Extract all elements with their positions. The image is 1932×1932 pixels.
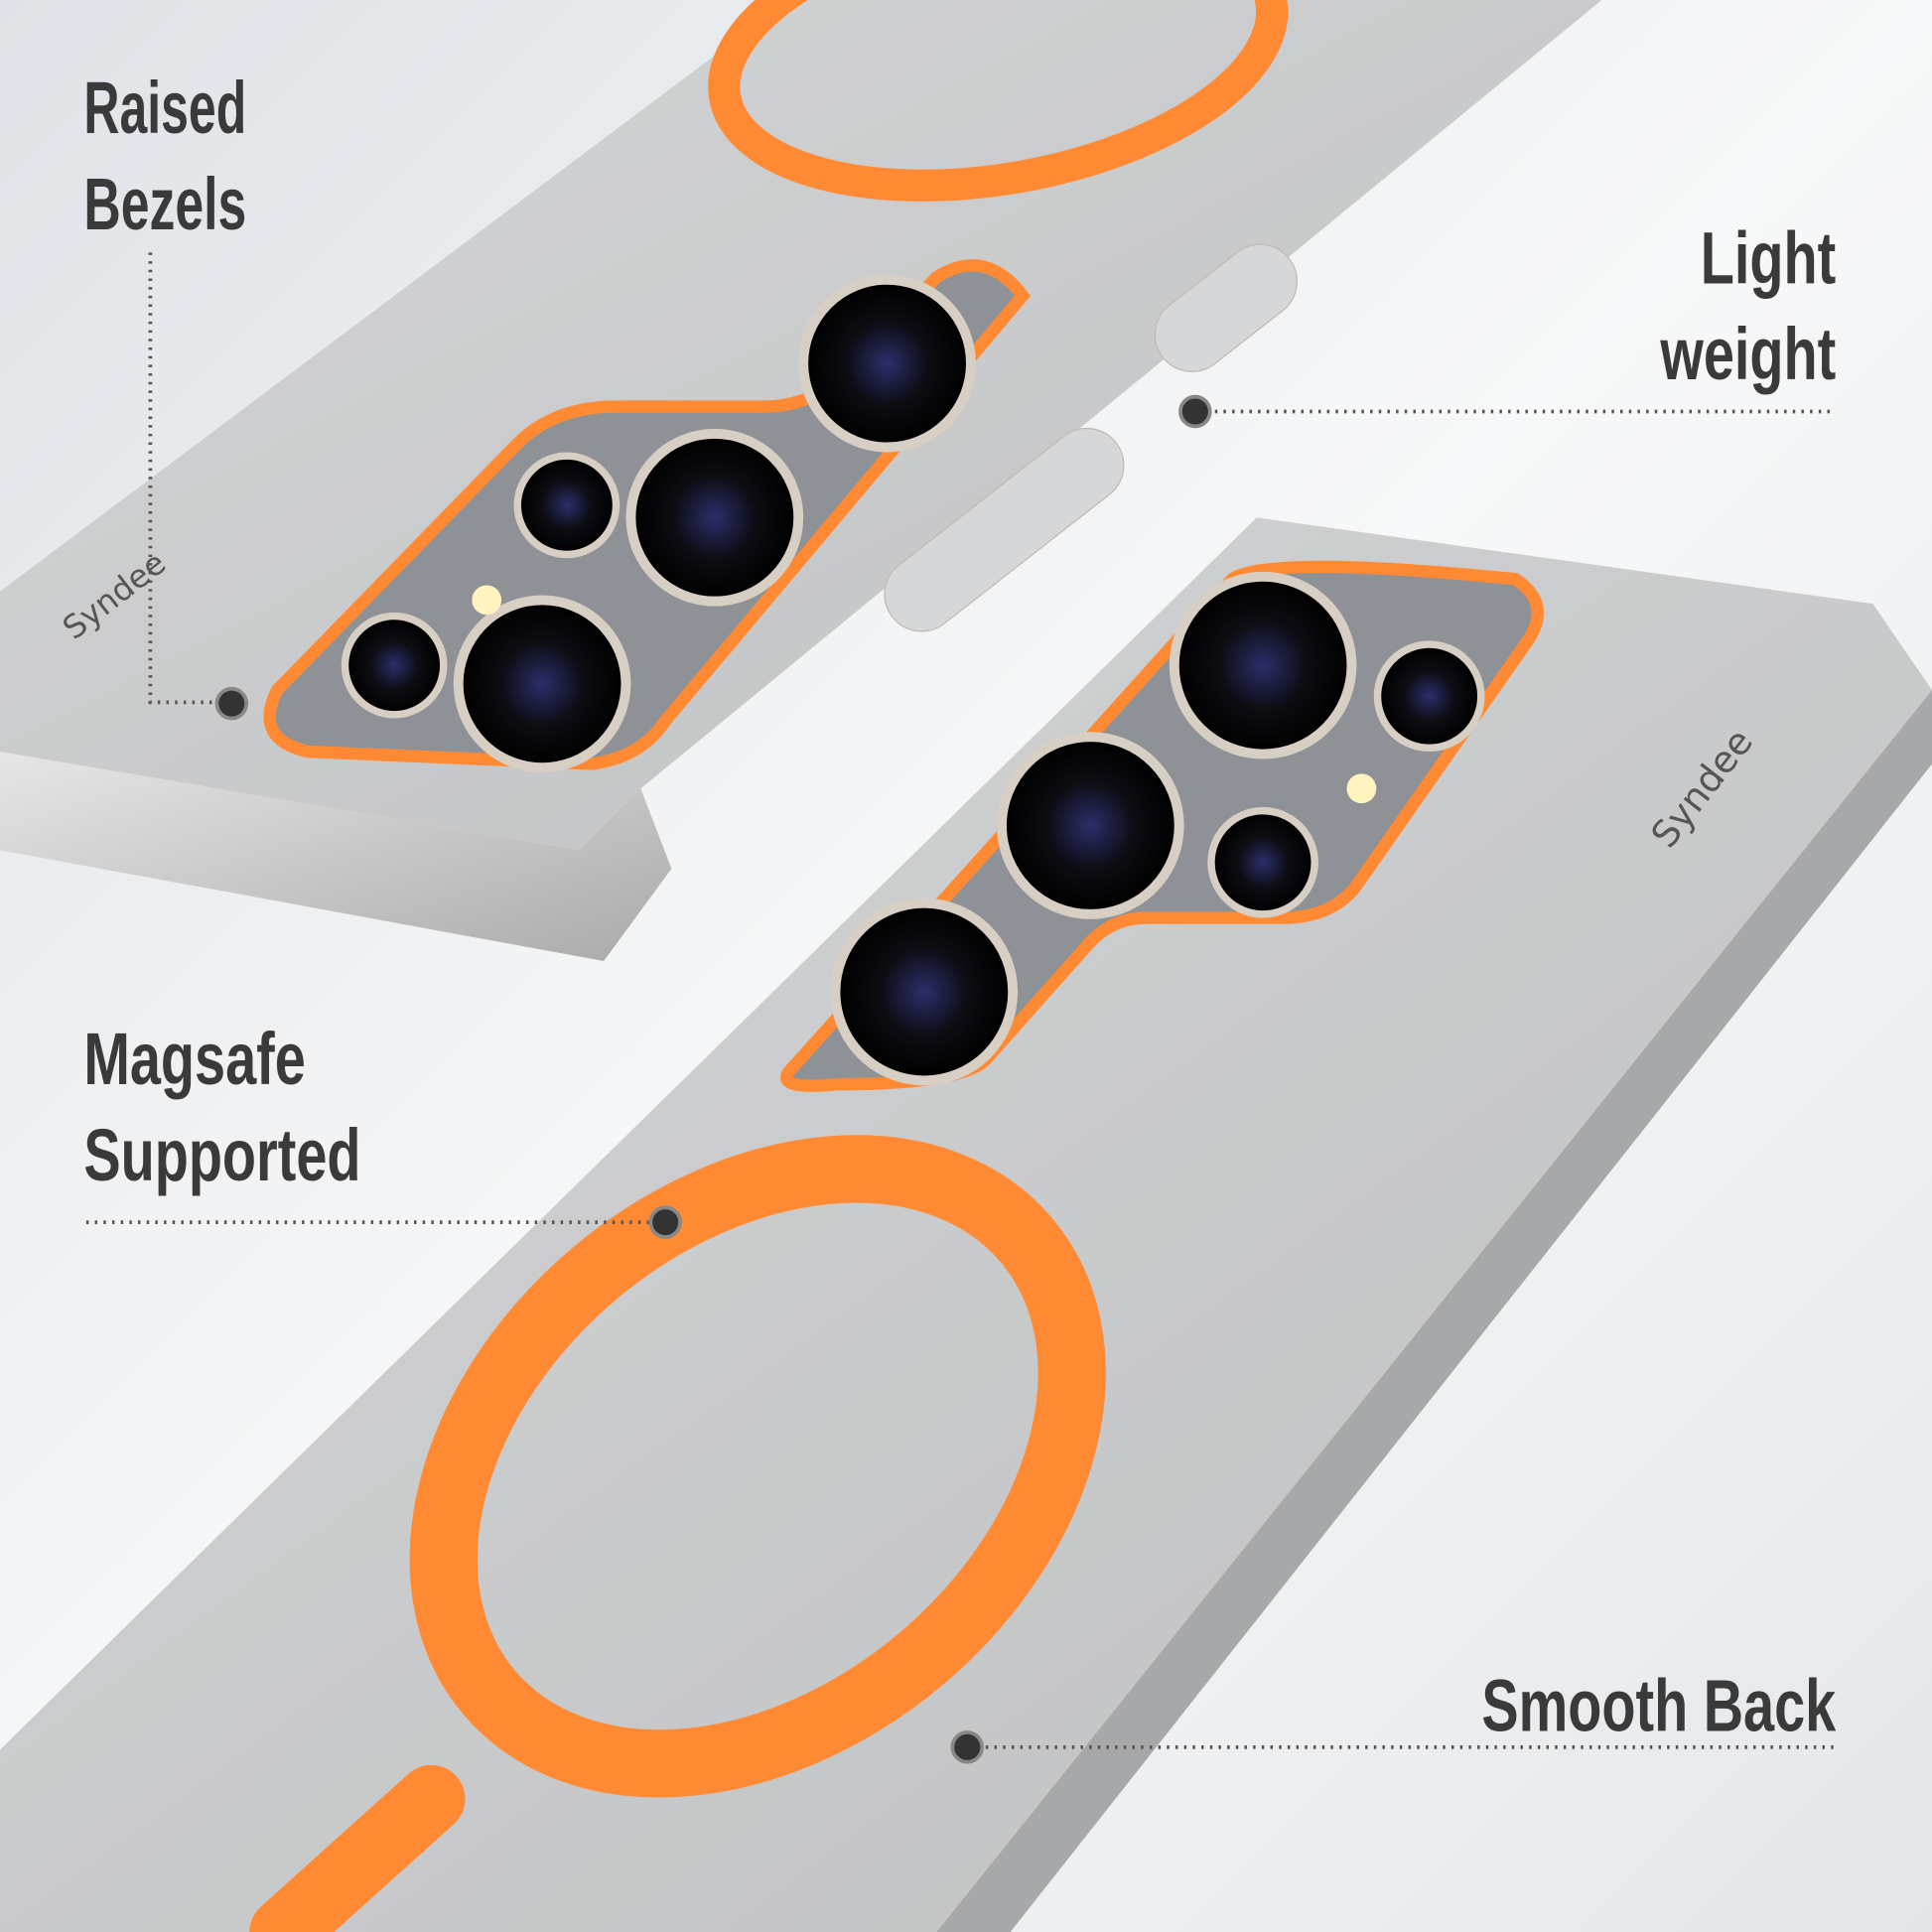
svg-text:Bezels: Bezels <box>83 163 246 245</box>
phone-case-bottom: Syndee <box>0 517 1932 1932</box>
feature-magsafe-supported: Magsafe Supported <box>83 1017 682 1239</box>
camera-lenses-bottom <box>830 571 1485 1086</box>
callout-line <box>148 252 232 705</box>
svg-text:weight: weight <box>1660 312 1837 395</box>
camera-lenses-top <box>341 274 976 773</box>
feature-light-weight: Light weight <box>1178 216 1837 429</box>
svg-text:Smooth Back: Smooth Back <box>1481 1664 1836 1747</box>
callout-dot <box>950 1730 984 1764</box>
callout-dot <box>214 686 249 721</box>
volume-button <box>884 427 1125 632</box>
magsafe-ring-top <box>708 0 1289 202</box>
side-button <box>1154 243 1298 372</box>
svg-text:Light: Light <box>1701 216 1836 300</box>
magsafe-ring-bottom <box>409 1135 1106 1798</box>
svg-text:Supported: Supported <box>83 1113 360 1196</box>
feature-raised-bezels: Raised Bezels <box>83 67 249 721</box>
callout-dot <box>648 1205 682 1239</box>
svg-text:Raised: Raised <box>83 67 246 149</box>
callout-dot <box>1178 394 1212 429</box>
magsafe-tail <box>249 1764 466 1932</box>
phone-case-top: Syndee <box>0 0 1602 962</box>
feature-smooth-back: Smooth Back <box>950 1664 1837 1764</box>
svg-text:Magsafe: Magsafe <box>83 1017 305 1100</box>
